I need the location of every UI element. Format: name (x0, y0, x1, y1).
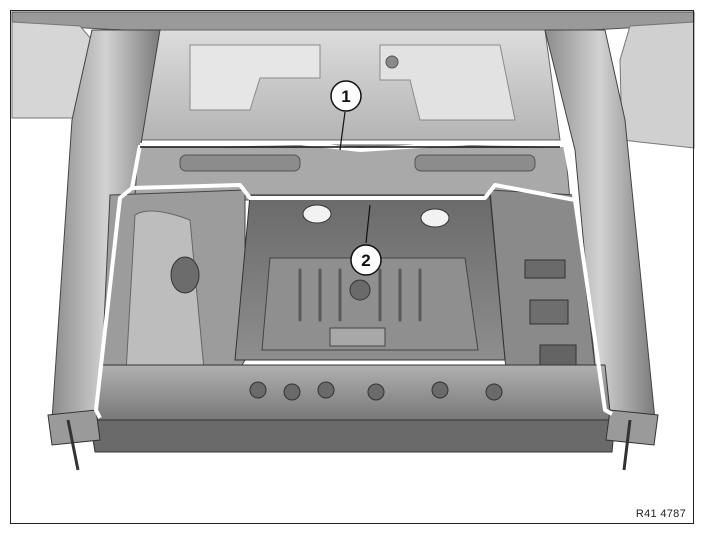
well-hole-right (420, 208, 450, 228)
upper-floor-hole (385, 55, 399, 69)
upper-floor-emboss-right (379, 44, 516, 121)
callout-2-leader (365, 204, 371, 244)
well-hole-left (302, 204, 332, 224)
rear-panel-holes (249, 381, 503, 401)
well-floor-panel (261, 257, 479, 351)
callout-2: 2 (350, 244, 382, 276)
right-mount-bolt (605, 409, 659, 471)
callout-1-label: 1 (341, 87, 350, 106)
upper-floor-emboss-left (189, 44, 321, 111)
cross-member-slot-left (179, 154, 301, 172)
callout-1: 1 (330, 80, 362, 112)
well-center-bracket (329, 327, 386, 347)
figure-reference-code: R41 4787 (635, 508, 686, 520)
left-mount-bolt (47, 409, 101, 471)
well-center-boss (349, 279, 371, 301)
right-compartment-bracket-2 (529, 299, 569, 325)
rear-bumper-carrier (89, 419, 616, 453)
left-compartment-recess (124, 210, 206, 391)
callout-1-leader (339, 111, 346, 151)
well-floor-ribs (298, 268, 422, 322)
cross-member-slot-right (414, 154, 536, 172)
figure-frame (10, 10, 694, 524)
callout-2-label: 2 (361, 251, 370, 270)
right-compartment-bracket-1 (524, 259, 566, 279)
left-compartment-boss (170, 256, 200, 294)
highlight-outline (94, 141, 613, 419)
